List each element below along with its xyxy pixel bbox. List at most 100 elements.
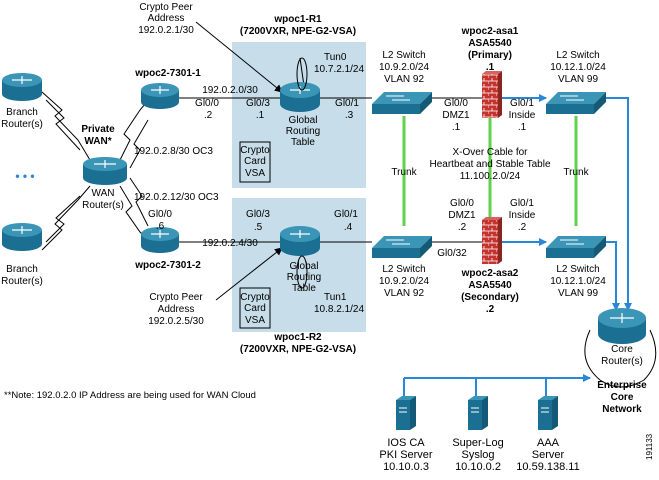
asa1-g1-line3: .1 [518, 122, 527, 133]
oc3-bottom: 192.0.2.12/30 OC3 [134, 192, 219, 203]
firewall-asa1 [482, 71, 502, 118]
r2-grt-line3: Table [292, 283, 316, 294]
enterprise-line1: Enterprise [597, 380, 647, 391]
asa2-g0-line3: .2 [458, 222, 467, 233]
crypto-peer-top-line2: Address [148, 13, 185, 24]
trunk-left-label: Trunk [391, 167, 417, 178]
sw2-line2: 10.9.2.0/24 [379, 276, 429, 287]
r2-grt-line2: Routing [287, 272, 321, 283]
wan-router [83, 157, 127, 185]
server-super-log [468, 396, 488, 430]
r7301-1-net: 192.0.2.0/30 [202, 85, 258, 96]
r7301-1-name: wpoc2-7301-1 [134, 68, 201, 79]
l2-switch-4 [546, 236, 606, 258]
r2-glo3: Gl0/3 [246, 209, 270, 220]
sw3-line2: 10.12.1.0/24 [550, 62, 606, 73]
oc3-top: 192.0.2.8/30 OC3 [134, 146, 213, 157]
crypto-peer-bot-line1: Crypto Peer [149, 292, 203, 303]
vsa2-line1: Crypto [240, 292, 270, 303]
core-line2: Router(s) [601, 356, 643, 367]
asa2-model: ASA5540 [468, 280, 512, 291]
asa1-g0-line1: Gl0/0 [444, 98, 468, 109]
r7301-1-glo0: Gl0/0 [195, 98, 219, 109]
r1-grt-line1: Global [289, 115, 318, 126]
r7301-1-ip: .2 [204, 110, 213, 121]
enterprise-line3: Network [602, 404, 642, 415]
serial-links [41, 91, 151, 251]
core-router [584, 308, 657, 388]
sw4-line2: 10.12.1.0/24 [550, 276, 606, 287]
r1-model: (7200VXR, NPE-G2-VSA) [240, 26, 356, 37]
vsa1-line3: VSA [245, 168, 265, 179]
l2-switch-2 [372, 236, 432, 258]
sw1-line3: VLAN 92 [384, 74, 424, 85]
r7301-2-name: wpoc2-7301-2 [134, 260, 201, 271]
asa2-g1-line2: Inside [509, 210, 536, 221]
sw4-line1: L2 Switch [556, 264, 599, 275]
r1-glo3-ip: .1 [256, 110, 265, 121]
server3-line3: 10.59.138.11 [516, 461, 579, 473]
r2-tun1: Tun1 [324, 292, 347, 303]
server1-line1: IOS CA [387, 437, 425, 449]
server1-line3: 10.10.0.3 [383, 461, 429, 473]
r1-grt-line3: Table [291, 137, 315, 148]
wan-router-line2: Router(s) [82, 200, 124, 211]
core-line1: Core [611, 344, 633, 355]
router-r2 [280, 226, 320, 289]
router-r1 [280, 57, 320, 112]
server2-line3: 10.10.0.2 [455, 461, 501, 473]
vsa2-line2: Card [244, 303, 266, 314]
r2-name: wpoc1-R2 [273, 332, 322, 343]
asa1-ip: .1 [486, 62, 495, 73]
wan-note: **Note: 192.0.2.0 IP Address are being u… [4, 390, 256, 401]
branch-router-top [2, 73, 42, 101]
asa1-name: wpoc2-asa1 [461, 26, 519, 37]
asa1-role: (Primary) [468, 50, 512, 61]
server2-line1: Super-Log [452, 437, 503, 449]
r1-glo1: Gl0/1 [335, 98, 359, 109]
server1-line2: PKI Server [379, 449, 433, 461]
crypto-peer-top-line3: 192.0.2.1/30 [138, 25, 194, 36]
firewall-asa2 [482, 217, 502, 264]
r7301-2-ip: .6 [156, 221, 165, 232]
sw2-line1: L2 Switch [382, 264, 425, 275]
asa2-g32: Gl0/32 [437, 248, 467, 259]
asa1-g1-line1: Gl0/1 [510, 98, 534, 109]
asa2-ip: .2 [486, 304, 495, 315]
sw1-line2: 10.9.2.0/24 [379, 62, 429, 73]
xover-line3: 11.100.2.0/24 [460, 171, 521, 182]
asa2-g1-line1: Gl0/1 [510, 198, 534, 209]
vsa1-line2: Card [244, 156, 266, 167]
enterprise-line2: Core [611, 392, 634, 403]
r2-grt-line1: Global [290, 261, 319, 272]
server3-line2: Server [532, 449, 565, 461]
r1-glo3: Gl0/3 [246, 98, 270, 109]
server2-line2: Syslog [461, 449, 494, 461]
r1-tun0: Tun0 [324, 52, 347, 63]
branch-top-line2: Router(s) [1, 119, 43, 130]
trunk-right-label: Trunk [563, 167, 589, 178]
crypto-card-r2 [239, 287, 271, 329]
crypto-peer-top-line1: Crypto Peer [139, 2, 193, 13]
xover-line2: Heartbeat and Stable Table [429, 159, 550, 170]
r2-glo1: Gl0/1 [334, 209, 358, 220]
r2-model: (7200VXR, NPE-G2-VSA) [240, 344, 356, 355]
r7301-2-glo0: Gl0/0 [148, 209, 172, 220]
asa1-g0-line3: .1 [452, 122, 461, 133]
sw1-line1: L2 Switch [382, 50, 425, 61]
branch-top-line1: Branch [6, 107, 38, 118]
branch-bottom-line2: Router(s) [1, 276, 43, 287]
vsa2-line3: VSA [245, 315, 265, 326]
asa2-g0-line2: DMZ1 [448, 210, 476, 221]
xover-line1: X-Over Cable for [452, 147, 528, 158]
figure-id: 191133 [645, 433, 654, 460]
router-7301-1 [141, 83, 179, 109]
r1-grt-line2: Routing [286, 126, 320, 137]
crypto-card-r1 [239, 141, 271, 183]
crypto-peer-bot-line3: 192.0.2.5/30 [148, 316, 204, 327]
private-wan-line2: WAN* [84, 136, 111, 147]
r1-tun0-ip: 10.7.2.1/24 [314, 64, 364, 75]
asa2-role: (Secondary) [461, 292, 519, 303]
router-7301-2 [141, 227, 179, 253]
